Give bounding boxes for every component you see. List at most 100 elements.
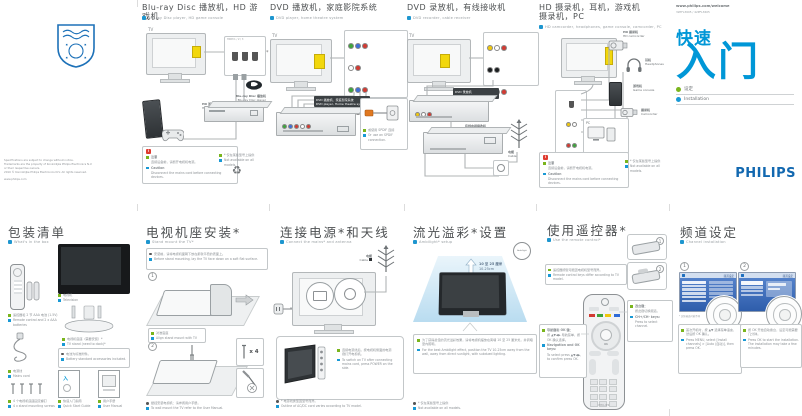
cover-item-setup: 设定: [676, 86, 794, 95]
battery-note-en: Battery standard accessories included.: [61, 357, 127, 361]
nav-callout-zh: 按 ▲▼◀▶ 导航菜单，按 OK 确认选择。: [547, 333, 581, 342]
inset-asterisk: *: [266, 50, 269, 56]
av-highlight: [314, 54, 325, 69]
ch-callout-en-title: CH+/CH- keys:: [630, 315, 670, 319]
tv-front-illustration: [58, 244, 130, 294]
philips-wordmark: PHILIPS: [735, 166, 796, 181]
battery-note: 电池为标准附件。 Battery standard accessories in…: [58, 348, 130, 368]
remote-note-zh: 遥控器按键可能因电视机型号而异。: [548, 268, 624, 272]
volume-rocker: [589, 359, 596, 375]
panel-title: 电视机座安装*: [146, 225, 242, 240]
footnote-zh: * 仅在某些型号上提供: [219, 153, 263, 158]
caution-icon: !: [146, 149, 151, 154]
note1-zh: 首次开机时，按 ▲▼ 选择菜单语言，然后按 OK 确认。: [681, 328, 739, 337]
screws-label-en: 4 x stand mounting screws: [8, 404, 58, 409]
manual-booklet-illustration: [98, 370, 120, 398]
caution-icon: !: [543, 155, 548, 160]
stand-note: 安装前，请将电视机面朝下放在柔软平稳的表面上。 Before stand mou…: [146, 248, 268, 270]
lang-badge-icon: [413, 239, 417, 244]
caution-note: ! 注意 连接设备前，请断开电视机电源。 Caution Disconnect …: [539, 152, 629, 188]
lang-badge-icon: [8, 239, 12, 244]
legal-text: Specifications are subject to change wit…: [4, 158, 120, 181]
panel-subtitle: Connect the mains* and antenna: [286, 239, 352, 244]
av-inset: [483, 32, 539, 95]
game-console-illustration: [142, 99, 164, 139]
caution-zh-title: 注意: [146, 155, 234, 160]
cam-label: 摄录机 Camcorder: [641, 108, 658, 117]
av-highlight: [440, 54, 450, 68]
remote-note: 遥控器按键可能因电视机型号而异。 Remote control keys dif…: [545, 264, 627, 285]
caution-en: Disconnect the mains cord before connect…: [548, 176, 619, 186]
wall-pointer: [462, 322, 478, 332]
tv-label-en: Television: [58, 298, 78, 303]
panel-cover: www.philips.com/welcome 32PFL3605 / 42PF…: [668, 0, 802, 208]
tv-label: TV: [409, 33, 415, 38]
switch-on-inset: 连接电源线后，按电视机侧面的电源键打开电视机。 To switch on TV …: [276, 336, 404, 400]
ch-callout-en: Press to select channel.: [635, 319, 658, 329]
cable-label: 电缆 Cable: [359, 254, 372, 263]
lang-badge-icon: [539, 24, 543, 29]
hdcam-label: HD 摄录机 HD camcorder: [623, 30, 645, 39]
remote-label-en: Remote control and 2 x AAA batteries: [8, 318, 58, 327]
screwdriver-icon: [190, 345, 194, 360]
panel-title: 连接电源*和天线: [280, 225, 390, 240]
fold-tick: [536, 204, 537, 211]
device-label: DVD 播放机、家庭影院系统 DVD player, Home theatre …: [314, 96, 370, 108]
align-zh: 对准底座: [151, 331, 203, 336]
caution-en: Disconnect the mains cord before connect…: [151, 170, 222, 180]
qsg-label-en: Quick Start Guide: [58, 404, 94, 409]
cover-title-line1: 快速: [676, 29, 712, 49]
panel-title: 包装清单: [8, 225, 67, 240]
spdif-inset: 或使用 SPDIF 连接 Or use an SPDIF connection.: [360, 98, 408, 150]
switch-on-en: To switch on TV after connecting mains c…: [337, 358, 393, 371]
screwdriver-icon: [242, 370, 257, 393]
power-inset: [306, 282, 334, 310]
mains-footnote-zh: * 电源线类型因型号而异。: [276, 399, 396, 404]
screen-title: 频道设定: [782, 274, 793, 278]
screwdriver-box: [236, 368, 264, 398]
tv-rear-illustration: [270, 39, 332, 83]
spdif-note-en: Or use an SPDIF connection.: [363, 133, 405, 142]
panel-remote: 使用遥控器* Use the remote control* 1 2 遥控器按键…: [537, 208, 673, 416]
note2-zh: 按 OK 开始自动搜台，设定可能需要几分钟。: [743, 328, 799, 337]
power-button: [601, 298, 609, 306]
panel-mains-antenna: 连接电源*和天线 Connect the mains* and antenna …: [270, 208, 404, 416]
recycle-icon: ♻: [232, 164, 242, 177]
fold-tick: [404, 204, 405, 211]
remote-brand: PHILIPS: [598, 404, 610, 407]
caution-zh: 连接设备前，请断开电视机电源。: [548, 166, 595, 171]
dvd-recorder-illustration: [409, 100, 489, 122]
lang-badge-icon: [547, 237, 551, 242]
cover-item-installation: Installation: [676, 97, 794, 105]
legal-url: www.philips.com: [4, 177, 27, 182]
manual-label-zh: 用户手册: [98, 399, 132, 404]
distance-label: 10 至 25 厘米 10-25cm: [479, 262, 503, 271]
panel-subtitle: Stand mount the TV*: [152, 239, 194, 244]
console-label: 游戏机 Game console: [633, 84, 655, 93]
pc-inset: PC: [583, 118, 629, 154]
hdmi-inset: HDMI 1 / 2 / 3: [224, 36, 266, 76]
channel-rocker: [612, 359, 619, 375]
stand-note-zh: 安装前，请将电视机面朝下放在柔软平稳的表面上。: [149, 252, 265, 256]
panel-title: DVD 录放机，有线接收机: [407, 3, 506, 12]
step-2-number: 2: [740, 262, 749, 271]
battery-step-1: 1: [627, 234, 667, 260]
power-plug-icon: [273, 303, 292, 315]
screw-icon: [11, 383, 42, 394]
panel-ambilight: 流光溢彩*设置 Ambilight* setup Ambilight 10 至 …: [403, 208, 537, 416]
nav-callout-en: To select press ▲▼◀▶, to confirm press O…: [547, 352, 582, 361]
fold-tick: [137, 0, 138, 7]
ok-key-label: OK: [603, 342, 609, 346]
menu-icon: [682, 274, 685, 277]
battery-step-2: 2: [627, 262, 667, 290]
remote-illustration: [10, 264, 25, 310]
panel-box-contents: 包装清单 What's in the box 电视机 Television 遥控…: [0, 208, 136, 416]
channels-note-2: 按 OK 开始自动搜台，设定可能需要几分钟。 Press OK to start…: [740, 324, 802, 368]
panel-subtitle: What's in the box: [14, 239, 49, 244]
remote-label-zh: 遥控器和 2 节 AAA 电池 (1.5V): [8, 313, 58, 318]
panel-dvd-player: DVD 播放机，家庭影院系统 DVD player, home theatre …: [268, 0, 408, 208]
legal-line: or their respective owners.: [4, 166, 41, 171]
lang-badge-icon: [280, 239, 284, 244]
rca-connector-icon: [347, 42, 354, 49]
antenna-icon: [377, 245, 395, 272]
